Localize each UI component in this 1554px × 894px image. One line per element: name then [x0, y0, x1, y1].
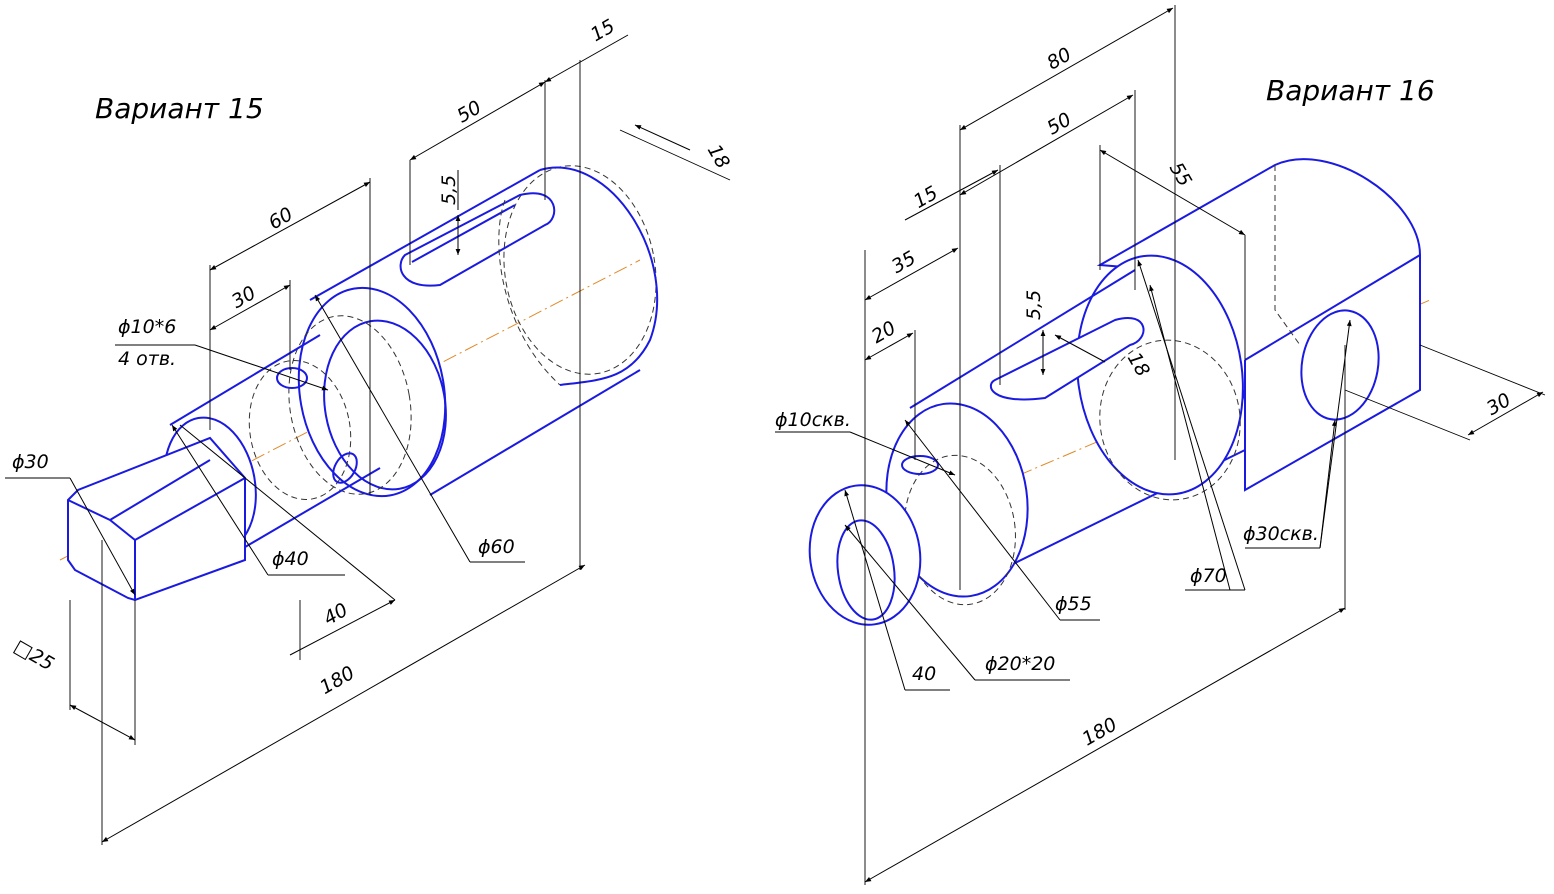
- v15-hole-1: [276, 367, 308, 389]
- v16-dim-40: 40: [912, 663, 936, 685]
- v15-dim-d60: ϕ60: [478, 536, 515, 558]
- v16-dim-5-5: 5,5: [1023, 290, 1045, 320]
- v16-dim-30: 30: [1483, 389, 1515, 420]
- v16-dim-d70: ϕ70: [1190, 565, 1227, 587]
- v15-dim-d30: ϕ30: [12, 451, 49, 473]
- v16-block: [1096, 158, 1421, 492]
- v16-dim-55: 55: [1165, 159, 1196, 191]
- v15-dim-d10x6: ϕ10*6: [118, 316, 176, 338]
- v16-dimensions: [775, 5, 1546, 885]
- v16-middle-cylinder: [885, 269, 1136, 606]
- v16-dim-50: 50: [1043, 108, 1075, 139]
- v15-dim-50: 50: [453, 96, 485, 127]
- v15-dim-18: 18: [703, 141, 734, 173]
- v16-dim-180: 180: [1079, 713, 1121, 750]
- v15-dim-180: 180: [316, 662, 358, 699]
- v16-hole-d10: [901, 455, 939, 475]
- variant-16-title: Вариант 16: [1266, 74, 1435, 107]
- variant-15-drawing: Вариант 15: [5, 15, 734, 845]
- variant-15-title: Вариант 15: [95, 92, 264, 125]
- v15-dim-d40: ϕ40: [272, 548, 309, 570]
- v16-dim-15: 15: [910, 182, 942, 213]
- v15-dim-60: 60: [265, 203, 297, 234]
- v16-dim-d20x20: ϕ20*20: [985, 653, 1055, 675]
- v15-keyway: [399, 192, 561, 386]
- v15-hole-2: [332, 452, 358, 484]
- variant-16-drawing: Вариант 16: [775, 5, 1546, 885]
- v15-dim-5-5: 5,5: [438, 175, 460, 205]
- v16-dim-35: 35: [888, 247, 920, 278]
- v15-large-cylinder: [288, 165, 659, 498]
- v15-dim-4-holes: 4 отв.: [118, 348, 176, 370]
- v16-dim-80: 80: [1043, 43, 1075, 74]
- v16-dim-d10-through: ϕ10скв.: [775, 409, 851, 431]
- v15-dim-square-25: □25: [10, 635, 57, 675]
- v16-keyway: [989, 317, 1145, 401]
- v15-dim-15: 15: [587, 15, 619, 46]
- v15-dimensions: [5, 34, 731, 845]
- v15-square-end: [67, 436, 246, 602]
- v15-dim-30: 30: [228, 282, 260, 313]
- v16-dim-d55: ϕ55: [1055, 593, 1092, 615]
- v16-dim-d30-through: ϕ30скв.: [1243, 523, 1319, 545]
